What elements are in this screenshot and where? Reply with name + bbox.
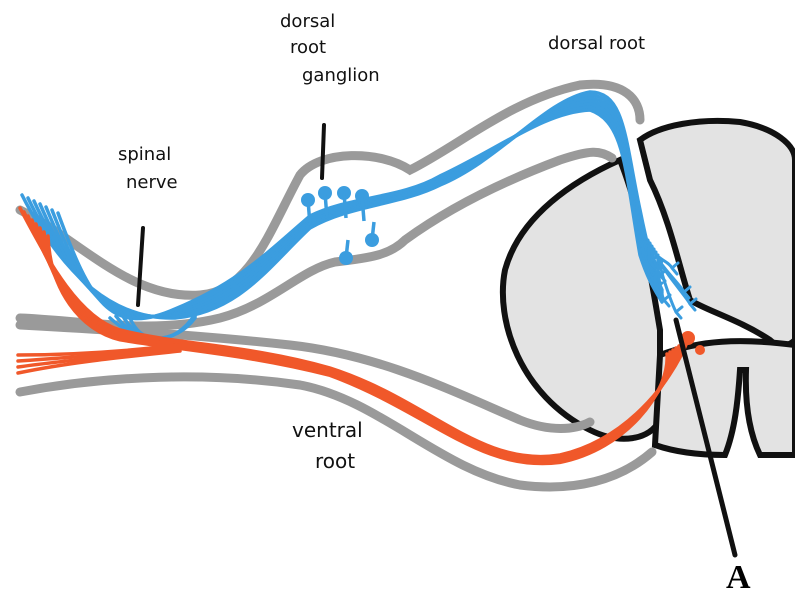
dorsal-root-ganglion-label-line1: dorsal bbox=[280, 11, 335, 32]
dorsal-root-ganglion-label-line2: root bbox=[290, 37, 326, 58]
spinal-nerve-label-line2: nerve bbox=[126, 172, 178, 193]
dorsal-root-ganglion-label-line3: ganglion bbox=[302, 65, 380, 86]
ventral-root-label-line1: ventral bbox=[292, 418, 363, 442]
dorsal-root-label: dorsal root bbox=[548, 33, 645, 54]
ganglion-cell-stalk bbox=[372, 222, 374, 240]
spinal-cord-dorsal-horn bbox=[640, 121, 795, 346]
marker-a-label: A bbox=[726, 559, 751, 595]
ventral-root-label-line2: root bbox=[315, 449, 355, 473]
dorsal-terminal-tip bbox=[676, 307, 682, 318]
spinal-nerve-leader-line bbox=[138, 228, 143, 305]
motor-neuron-body bbox=[695, 345, 705, 355]
spinal-nerve-label-line1: spinal bbox=[118, 144, 171, 165]
ganglion-cell-stalk bbox=[308, 200, 310, 225]
motor-neuron-body bbox=[667, 355, 677, 365]
ganglion-leader-line bbox=[322, 125, 324, 178]
dorsal-terminal-tip bbox=[672, 263, 678, 274]
ganglion-cell-stalk bbox=[325, 193, 327, 218]
ganglion-cell-stalk bbox=[362, 196, 364, 221]
ganglion-cell-stalk bbox=[346, 240, 348, 258]
ganglion-cell-stalk bbox=[344, 193, 346, 218]
